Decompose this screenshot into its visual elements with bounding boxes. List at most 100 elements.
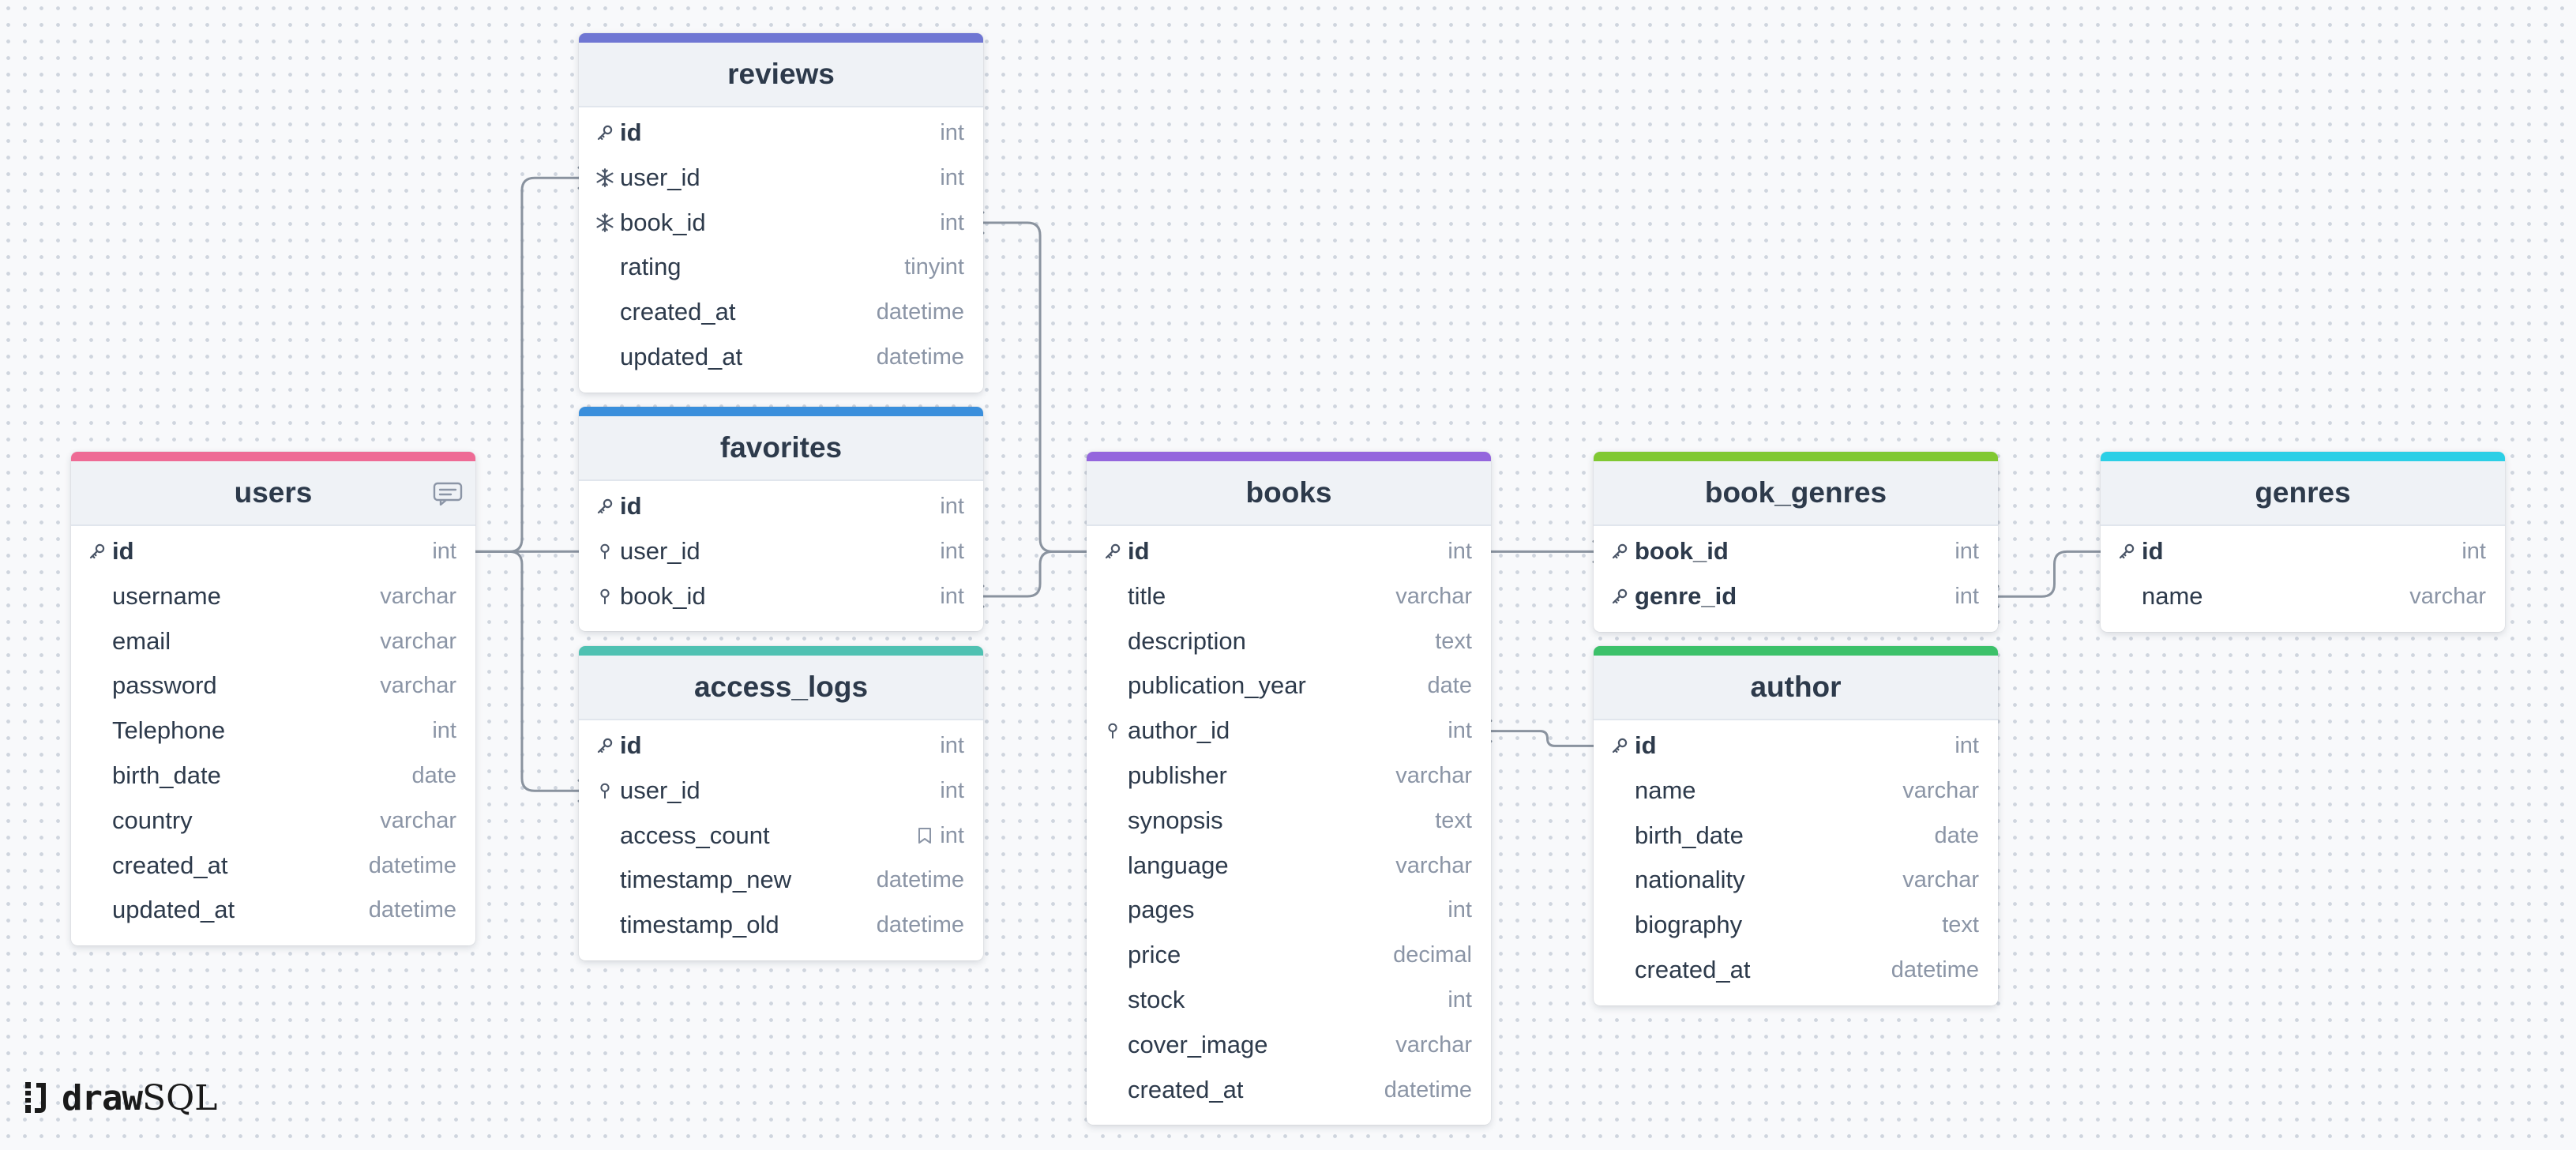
table-name: book_genres: [1704, 476, 1887, 509]
column-type-label: int: [940, 209, 964, 235]
table-header[interactable]: genres: [2101, 461, 2505, 526]
brand-name-bold: draw: [62, 1077, 143, 1118]
column-type: date: [1935, 814, 1979, 859]
comment-icon[interactable]: [433, 482, 463, 506]
column-name: biography: [1635, 911, 1743, 939]
column-name: cover_image: [1128, 1030, 1268, 1058]
foreign-key-icon: [595, 541, 615, 562]
column-type: datetime: [369, 844, 456, 889]
table-header[interactable]: author: [1594, 656, 1998, 720]
relation-books-id-to-favorites-book-id[interactable]: [982, 550, 1088, 598]
column-type: tinyint: [904, 245, 964, 290]
column-type: varchar: [380, 663, 456, 708]
relation-users-id-to-access-logs-user-id[interactable]: [474, 550, 580, 792]
column-type-label: varchar: [380, 673, 456, 699]
relation-books-id-to-reviews-book-id[interactable]: [982, 221, 1088, 553]
column-type-label: int: [940, 494, 964, 519]
table-name: books: [1245, 476, 1332, 509]
note-icon[interactable]: [918, 815, 932, 844]
table-name: genres: [2255, 476, 2351, 509]
column-type-label: text: [1435, 807, 1472, 833]
table-header[interactable]: favorites: [579, 416, 983, 481]
column-name: name: [1635, 776, 1696, 804]
relation-users-id-to-reviews-user-id[interactable]: [474, 176, 580, 553]
relation-author-id-to-books-author-id[interactable]: [1489, 730, 1595, 747]
table-color-bar: [579, 407, 983, 416]
foreign-key-icon: [595, 586, 615, 607]
unique-key-icon: [595, 167, 615, 188]
table-header[interactable]: access_logs: [579, 656, 983, 720]
key-icon: [2116, 541, 2137, 562]
table-header[interactable]: reviews: [579, 43, 983, 107]
column-name: id: [112, 537, 134, 565]
column-type: varchar: [380, 799, 456, 844]
column-type: text: [1435, 799, 1472, 844]
relation-genres-id-to-book-genres-genre-id[interactable]: [1996, 550, 2102, 598]
column-name: title: [1128, 581, 1166, 610]
table-header[interactable]: users: [71, 461, 475, 526]
column-type: datetime: [1384, 1068, 1472, 1113]
table-header[interactable]: books: [1087, 461, 1491, 526]
column-type-label: text: [1435, 628, 1472, 654]
table-header[interactable]: book_genres: [1594, 461, 1998, 526]
table-name: reviews: [727, 58, 835, 90]
